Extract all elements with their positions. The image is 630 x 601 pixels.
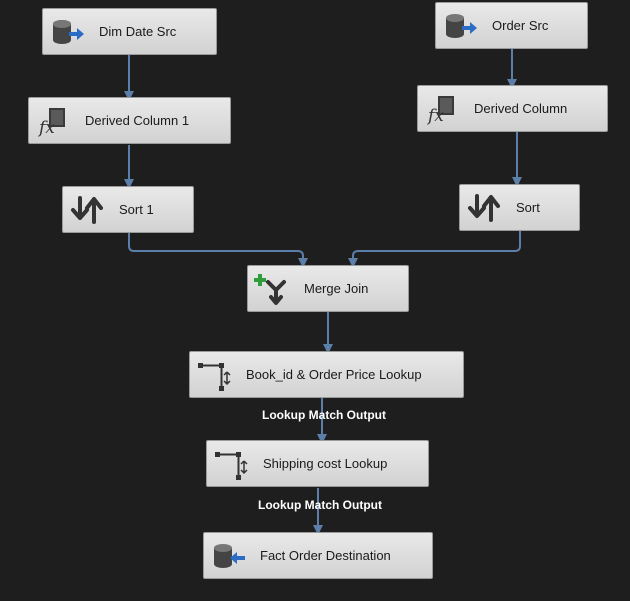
node-label: Derived Column xyxy=(474,101,568,116)
merge-join-icon xyxy=(252,272,292,306)
sort-icon xyxy=(67,193,107,227)
lookup-icon xyxy=(211,447,251,481)
fx-icon: fx xyxy=(33,104,73,138)
lookup-icon xyxy=(194,358,234,392)
node-label: Fact Order Destination xyxy=(260,548,391,563)
node-label: Sort 1 xyxy=(119,202,154,217)
sort-icon xyxy=(464,191,504,225)
merge-join-node[interactable]: Merge Join xyxy=(247,265,409,312)
destination-db-icon xyxy=(208,539,248,573)
source-db-icon xyxy=(47,15,87,49)
node-label: Derived Column 1 xyxy=(85,113,190,128)
node-label: Sort xyxy=(516,200,540,215)
node-label: Dim Date Src xyxy=(99,24,177,39)
svg-text:fx: fx xyxy=(37,118,55,137)
dim-date-src-node[interactable]: Dim Date Src xyxy=(42,8,217,55)
fx-icon: fx xyxy=(422,92,462,126)
node-label: Shipping cost Lookup xyxy=(263,456,388,471)
connector-sort-1-to-merge-join xyxy=(128,233,308,268)
connector-sort-to-merge-join xyxy=(348,231,521,268)
book-order-price-lookup-node[interactable]: Book_id & Order Price Lookup xyxy=(189,351,464,398)
derived-column-1-node[interactable]: fx Derived Column 1 xyxy=(28,97,231,144)
node-label: Merge Join xyxy=(304,281,369,296)
node-label: Order Src xyxy=(492,18,549,33)
source-db-icon xyxy=(440,9,480,43)
sort-1-node[interactable]: Sort 1 xyxy=(62,186,194,233)
lookup-match-output-label: Lookup Match Output xyxy=(258,498,382,512)
lookup-match-output-label: Lookup Match Output xyxy=(262,408,386,422)
node-label: Book_id & Order Price Lookup xyxy=(246,367,422,382)
derived-column-node[interactable]: fx Derived Column xyxy=(417,85,608,132)
order-src-node[interactable]: Order Src xyxy=(435,2,588,49)
fact-order-destination-node[interactable]: Fact Order Destination xyxy=(203,532,433,579)
sort-node[interactable]: Sort xyxy=(459,184,580,231)
svg-text:fx: fx xyxy=(426,106,444,125)
shipping-cost-lookup-node[interactable]: Shipping cost Lookup xyxy=(206,440,429,487)
